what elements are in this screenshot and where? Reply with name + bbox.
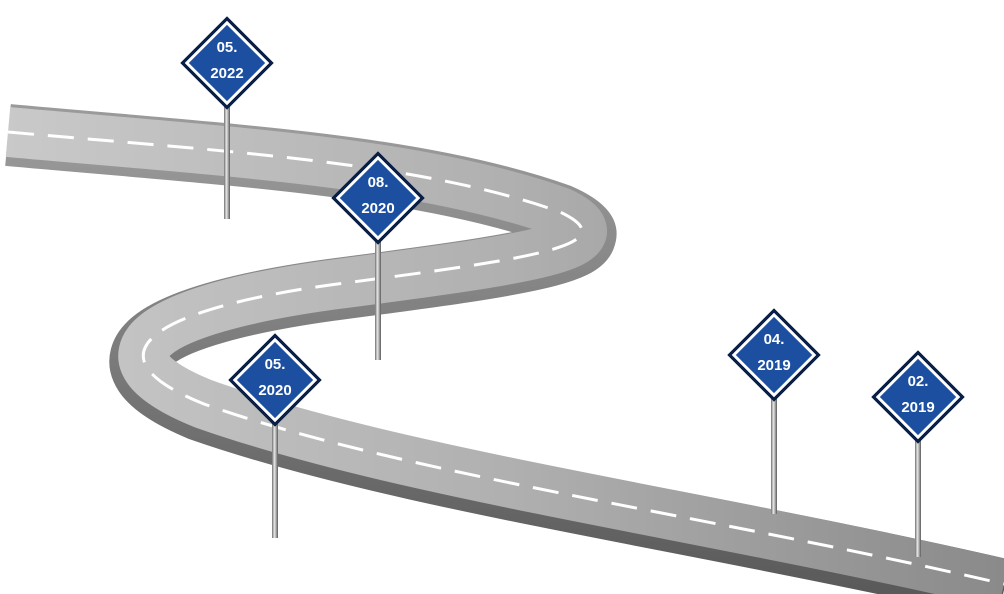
sign-post: [272, 414, 278, 538]
sign-year: 2022: [210, 65, 244, 82]
lane-marking: [7, 130, 1004, 586]
sign-month: 05.: [264, 356, 286, 373]
sign-year: 2020: [361, 200, 395, 217]
sign-post: [375, 232, 381, 360]
sign-month: 04.: [763, 331, 785, 348]
sign-month: 05.: [216, 39, 238, 56]
sign-post: [915, 431, 921, 557]
sign-post: [771, 389, 777, 514]
sign-month: 02.: [907, 373, 929, 390]
sign-post: [224, 97, 230, 219]
sign-year: 2020: [258, 382, 292, 399]
sign-year: 2019: [757, 357, 791, 374]
sign-year: 2019: [901, 399, 935, 416]
sign-month: 08.: [367, 174, 389, 191]
